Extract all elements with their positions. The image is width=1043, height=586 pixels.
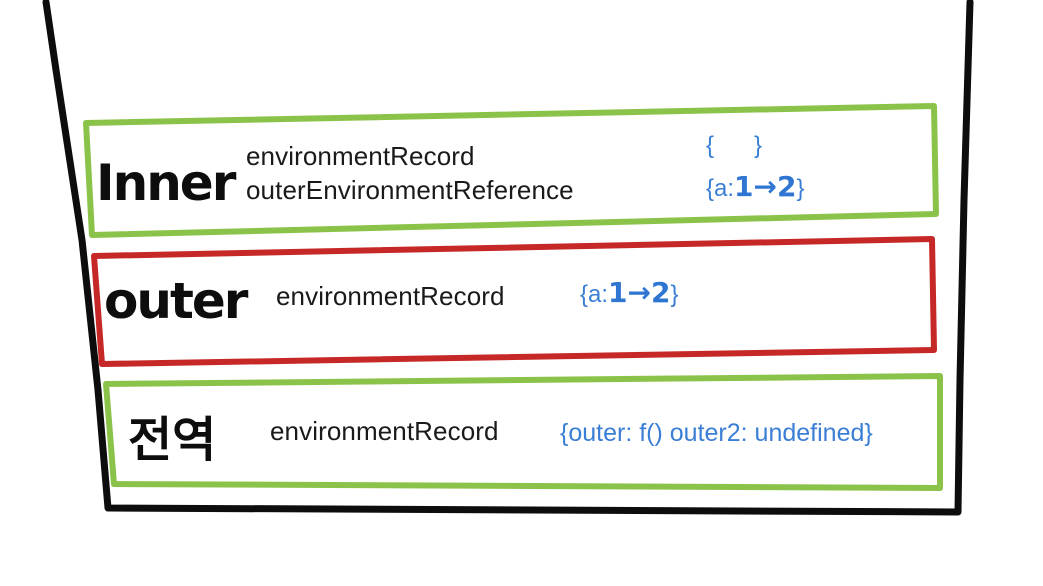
outer-environment-record-value: {a:1→2} <box>580 276 678 309</box>
inner-environment-record-label: environmentRecord <box>246 141 475 171</box>
inner-reference-value-change: 1→2 <box>734 170 797 203</box>
global-environment-record-label: environmentRecord <box>270 416 499 446</box>
outer-record-value-change: 1→2 <box>608 276 671 309</box>
global-context-box <box>103 373 943 491</box>
outer-record-value-suffix: } <box>670 281 679 308</box>
inner-outer-environment-reference-label: outerEnvironmentReference <box>246 175 574 205</box>
stack-outline <box>42 0 974 516</box>
inner-environment-record-value: { } <box>706 132 763 159</box>
global-environment-record-value: {outer: f() outer2: undefined} <box>560 419 873 447</box>
inner-outer-reference-value: {a:1→2} <box>706 170 804 203</box>
inner-reference-value-prefix: {a: <box>706 175 735 202</box>
outer-context-box <box>91 236 937 367</box>
global-title: 전역 <box>128 412 217 468</box>
outer-title: outer <box>104 272 248 330</box>
outer-record-value-prefix: {a: <box>580 281 609 308</box>
inner-reference-value-suffix: } <box>796 175 805 202</box>
outer-environment-record-label: environmentRecord <box>276 281 505 311</box>
inner-title: Inner <box>96 154 236 212</box>
inner-context-box <box>83 103 939 238</box>
